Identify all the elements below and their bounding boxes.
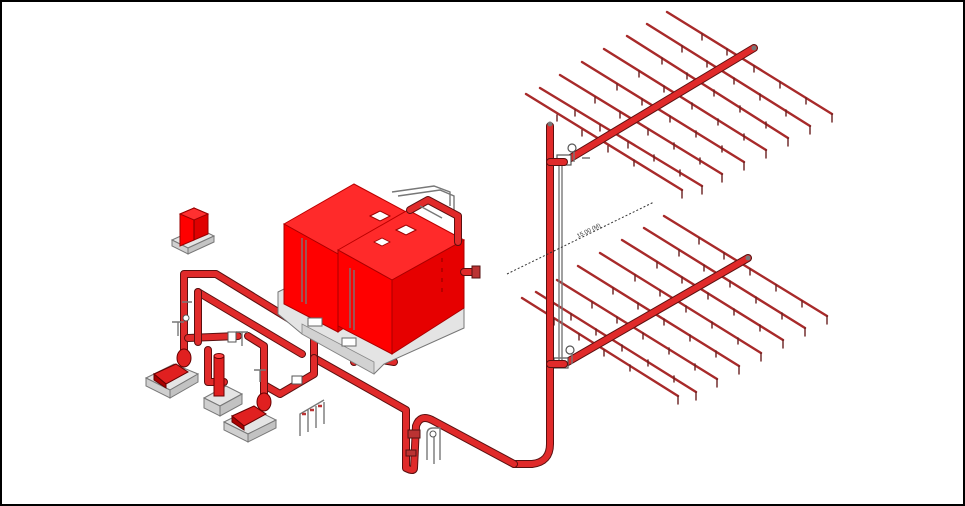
lower-main-cap: [745, 255, 751, 261]
tank-2-hatch: [394, 224, 418, 236]
riser-pipe: [510, 122, 554, 468]
lower-branch-lines: [520, 214, 829, 398]
upper-main-cap: [751, 45, 757, 51]
main-supply-pipe: [310, 354, 518, 474]
jockey-pump: [202, 353, 244, 417]
lower-cross-main-fill: [561, 255, 751, 367]
upper-branch-lines: [524, 10, 834, 192]
riser-drain-line: [558, 166, 563, 368]
storage-tank-2: [336, 209, 466, 355]
fire-pump-1: [144, 348, 200, 399]
fire-pump-2: [222, 392, 278, 443]
alarm-valve: [407, 429, 421, 439]
pump-control-panel: [170, 207, 216, 255]
pump-room-valves: [172, 301, 303, 385]
height-dimension-line: [506, 201, 655, 275]
lower-sprinkler-drops: [553, 237, 828, 405]
height-dimension: 15.00 (M): [506, 201, 655, 275]
test-valve-cluster: [299, 399, 325, 436]
lower-sprinkler-grid: [520, 214, 829, 405]
alarm-check-valve-assembly: [405, 427, 441, 464]
water-storage-tanks: [277, 183, 481, 375]
upper-cross-main-fill: [561, 45, 757, 165]
riser-cap: [547, 121, 553, 127]
riser-pipe-fill: [511, 123, 553, 467]
upper-sprinkler-grid: [524, 10, 834, 199]
tank-overflow-piping: [391, 185, 462, 246]
height-label: 15.00 (M): [576, 223, 602, 240]
tank-side-valve: [460, 265, 481, 279]
tank-1-hatch: [368, 210, 392, 222]
upper-sprinkler-drops: [556, 33, 833, 199]
tank-vent-pipes: [301, 238, 355, 330]
riser-assembly: [510, 121, 568, 468]
